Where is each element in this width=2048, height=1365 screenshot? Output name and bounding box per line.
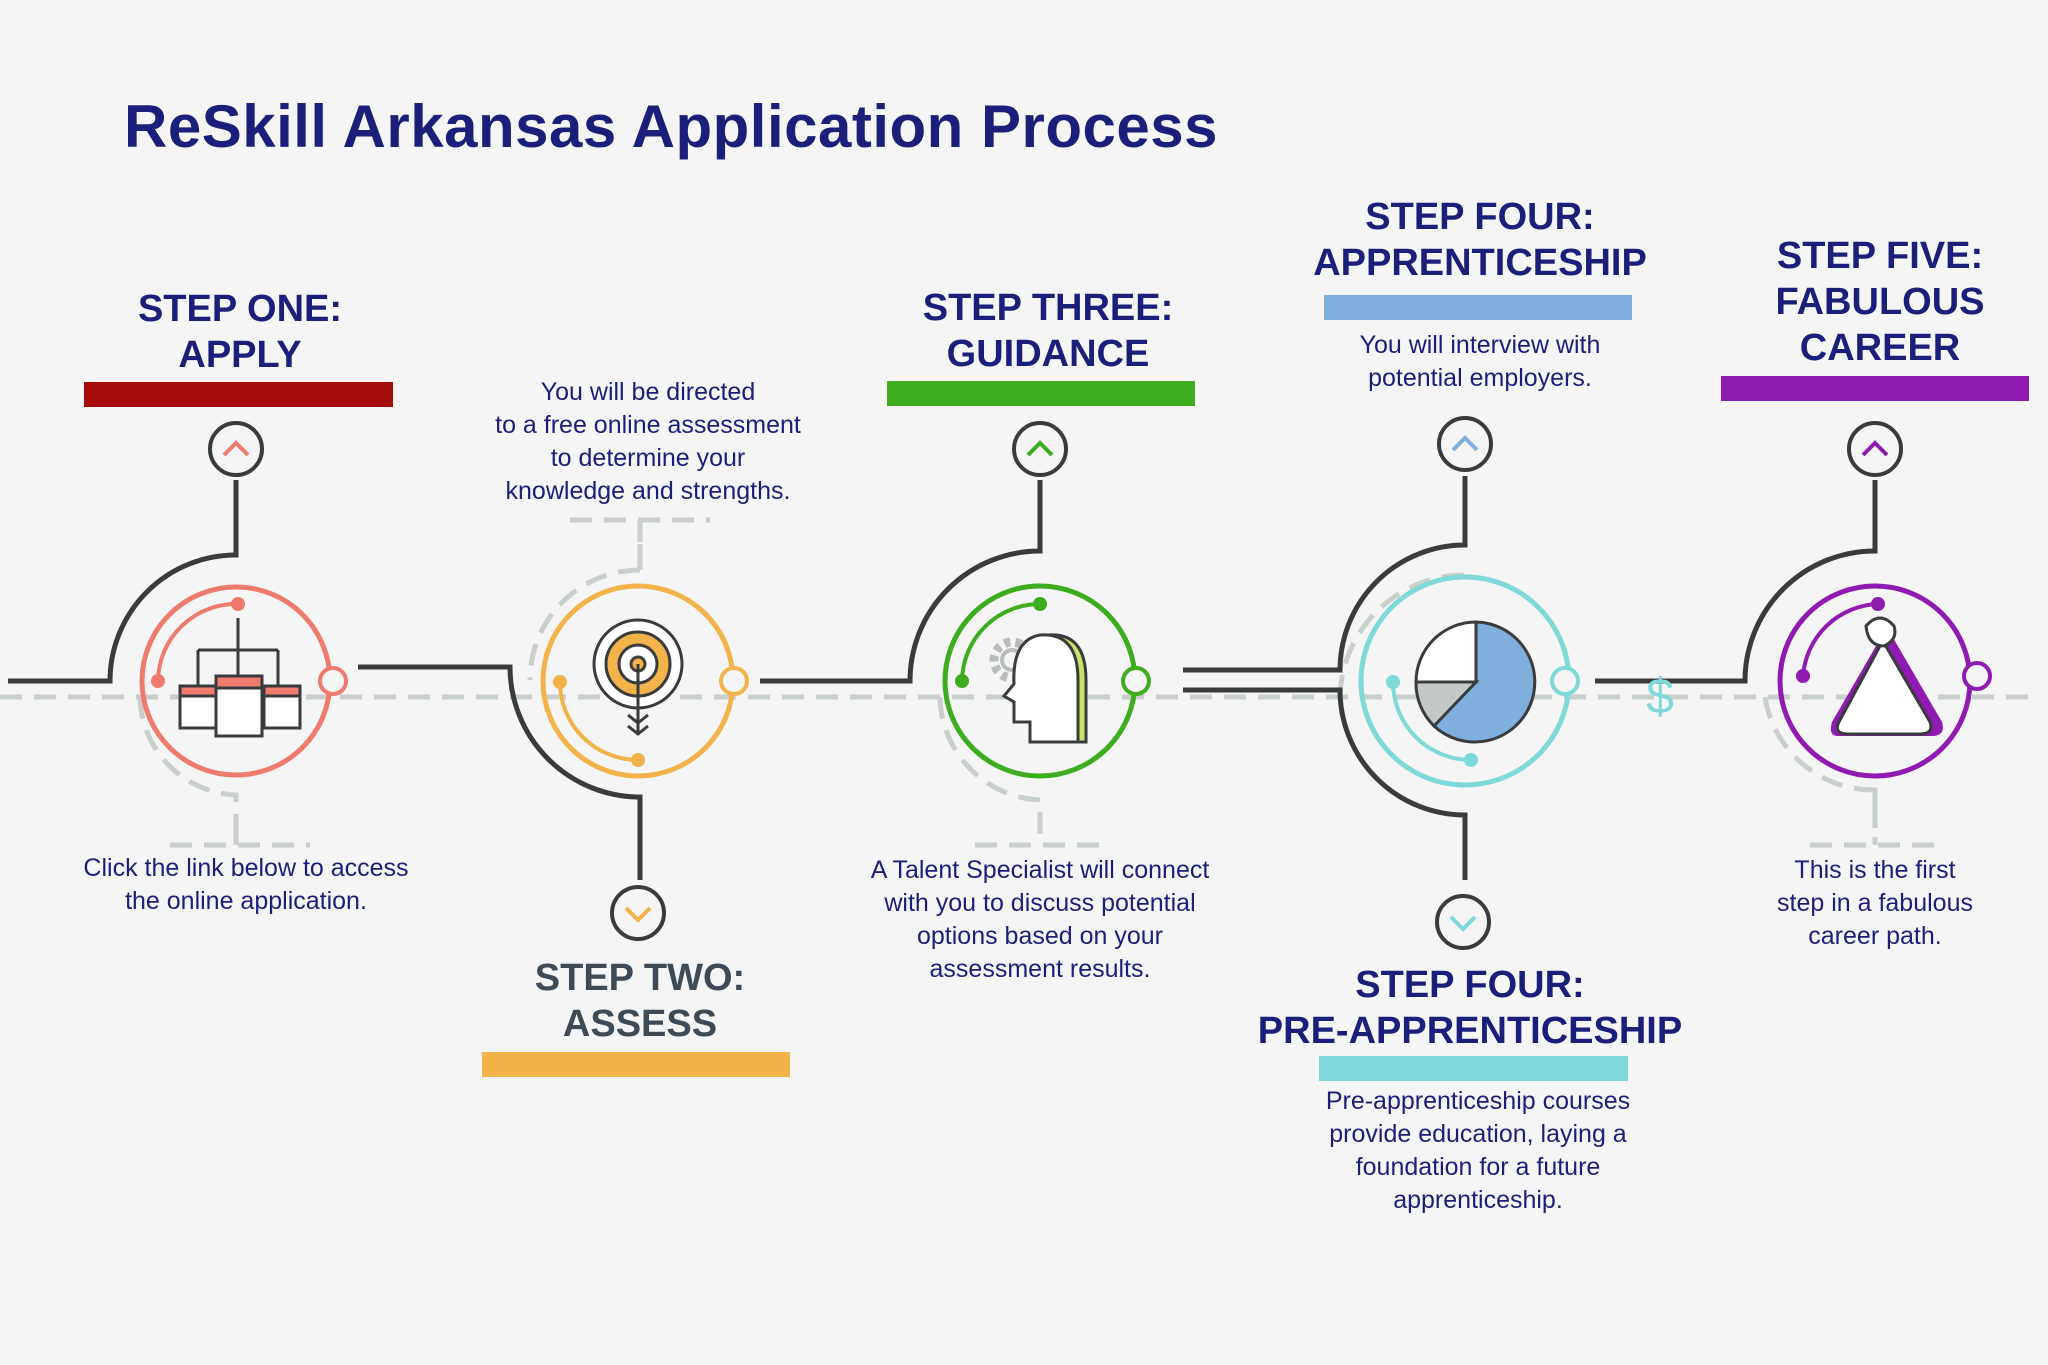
step5-color-bar	[1721, 376, 2029, 401]
step2-down-button	[610, 885, 666, 941]
chevron-up-icon	[1026, 440, 1054, 457]
step5-heading: STEP FIVE: FABULOUS CAREER	[1730, 233, 2030, 371]
head-gear-icon	[989, 633, 1088, 744]
step4b-description-line: provide education, laying a	[1329, 1120, 1627, 1148]
step5-up-button	[1847, 421, 1903, 477]
step4a-heading-line2: APPRENTICESHIP	[1313, 242, 1647, 284]
step4a-heading-line1: STEP FOUR:	[1365, 196, 1595, 238]
step2-node	[540, 583, 749, 941]
step2-connector-dot	[719, 666, 749, 696]
step4-apprenticeship-description: You will interview with potential employ…	[1280, 329, 1680, 395]
step2-heading-line2: ASSESS	[562, 1003, 718, 1045]
step1-up-button	[208, 421, 264, 477]
step3-description: A Talent Specialist will connect with yo…	[820, 854, 1260, 986]
money-bag-icon	[1830, 616, 1943, 736]
step5-description-line: career path.	[1808, 922, 1942, 950]
step4-pre-apprenticeship-description: Pre-apprenticeship courses provide educa…	[1278, 1085, 1678, 1217]
step4-connector-dot	[1550, 666, 1580, 696]
pie-chart-icon	[1414, 620, 1537, 744]
step1-heading: STEP ONE: APPLY	[100, 286, 380, 378]
step4b-heading-line1: STEP FOUR:	[1355, 964, 1585, 1006]
step4b-description-line: Pre-apprenticeship courses	[1325, 1087, 1631, 1115]
step4-pre-apprenticeship-color-bar	[1319, 1056, 1628, 1081]
step3-heading: STEP THREE: GUIDANCE	[878, 285, 1218, 377]
step5-heading-line1: STEP FIVE:	[1776, 235, 1984, 277]
step5-description-line: This is the first	[1794, 856, 1956, 884]
step5-node	[1777, 421, 1992, 779]
step1-heading-line2: APPLY	[178, 334, 302, 376]
step5-description-line: step in a fabulous	[1777, 889, 1973, 917]
step4-apprenticeship-heading: STEP FOUR: APPRENTICESHIP	[1290, 194, 1670, 286]
page-title: ReSkill Arkansas Application Process	[124, 93, 1218, 160]
step5-heading-line3: CAREER	[1799, 327, 1961, 369]
step3-description-line: with you to discuss potential	[884, 889, 1196, 917]
step3-description-line: options based on your	[916, 922, 1163, 950]
chevron-down-icon	[1449, 915, 1477, 932]
step4-pre-apprenticeship-heading: STEP FOUR: PRE-APPRENTICESHIP	[1240, 962, 1700, 1054]
step4b-heading-line2: PRE-APPRENTICESHIP	[1257, 1010, 1683, 1052]
step3-color-bar	[887, 381, 1195, 406]
step4b-description-line: apprenticeship.	[1393, 1186, 1563, 1214]
step1-description-line: the online application.	[125, 887, 367, 915]
step3-node	[942, 421, 1151, 779]
step4b-description-line: foundation for a future	[1355, 1153, 1601, 1181]
target-arrow-icon	[592, 618, 684, 736]
step3-description-line: assessment results.	[929, 955, 1151, 983]
chevron-down-icon	[624, 906, 652, 923]
step4-down-button	[1435, 894, 1491, 950]
step3-up-button	[1012, 421, 1068, 477]
dollar-icon: $	[1646, 668, 1674, 724]
step5-heading-line2: FABULOUS	[1775, 281, 1985, 323]
step3-connector-dot	[1121, 666, 1151, 696]
process-track	[8, 476, 1878, 880]
step3-heading-line1: STEP THREE:	[922, 287, 1174, 329]
step1-heading-line1: STEP ONE:	[137, 288, 343, 330]
chevron-up-icon	[1861, 440, 1889, 457]
step2-color-bar	[482, 1052, 790, 1077]
step5-connector-dot	[1962, 661, 1992, 691]
step2-description-line: knowledge and strengths.	[505, 477, 791, 505]
step1-node	[139, 421, 348, 778]
step4-apprenticeship-color-bar	[1324, 295, 1632, 320]
step2-heading-line1: STEP TWO:	[534, 957, 746, 999]
step3-description-line: A Talent Specialist will connect	[870, 856, 1210, 884]
step4a-description-line: potential employers.	[1368, 364, 1592, 392]
step2-description-line: to determine your	[550, 444, 746, 472]
chevron-up-icon	[1451, 435, 1479, 452]
step1-description: Click the link below to access the onlin…	[46, 852, 446, 918]
step4-node	[1358, 416, 1580, 950]
step4a-description-line: You will interview with	[1359, 331, 1601, 359]
step2-description-line: to a free online assessment	[495, 411, 801, 439]
step2-heading: STEP TWO: ASSESS	[490, 955, 790, 1047]
org-chart-icon	[178, 618, 302, 738]
step2-description-line: You will be directed	[540, 378, 756, 406]
step1-description-line: Click the link below to access	[83, 854, 409, 882]
step2-description: You will be directed to a free online as…	[448, 376, 848, 508]
step5-description: This is the first step in a fabulous car…	[1715, 854, 2035, 953]
step3-heading-line2: GUIDANCE	[946, 333, 1150, 375]
step1-color-bar	[84, 382, 393, 407]
step1-connector-dot	[318, 666, 348, 696]
step4-up-button	[1437, 416, 1493, 472]
chevron-up-icon	[222, 440, 250, 457]
